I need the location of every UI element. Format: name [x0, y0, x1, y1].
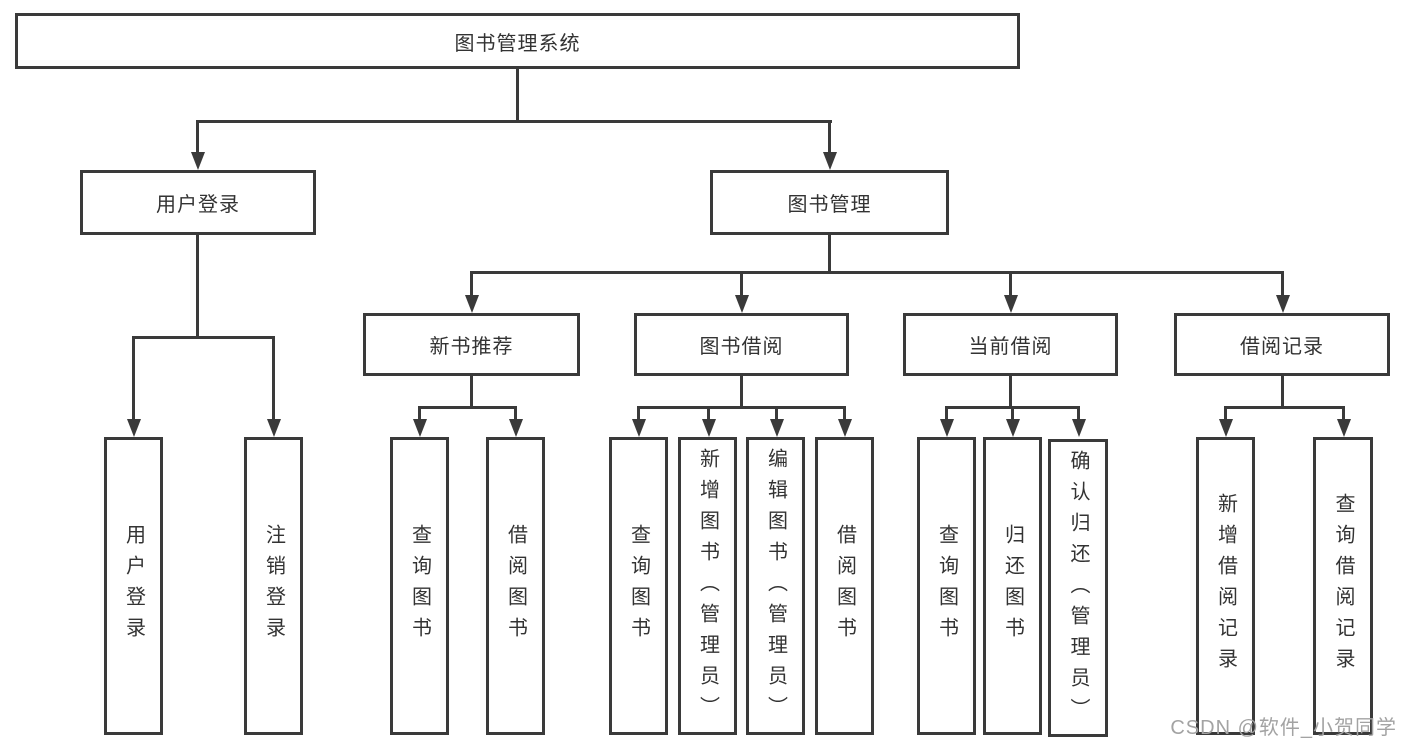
- connector-line: [945, 406, 948, 422]
- leaf-add-books-admin: 新增图书（管理员）: [678, 437, 737, 735]
- arrowhead-down-icon: [1072, 419, 1086, 437]
- leaf-edit-books-admin: 编辑图书（管理员）: [746, 437, 805, 735]
- connector-line: [828, 235, 831, 274]
- leaf-logout: 注销登录: [244, 437, 303, 735]
- leaf-borrow-books: 借阅图书: [815, 437, 874, 735]
- connector-line: [132, 336, 135, 421]
- node-new-book-recommendation: 新书推荐: [363, 313, 580, 376]
- connector-line: [196, 235, 199, 339]
- connector-line: [1224, 406, 1344, 409]
- connector-line: [740, 376, 743, 409]
- node-borrowing-records: 借阅记录: [1174, 313, 1390, 376]
- connector-line: [470, 271, 473, 298]
- arrowhead-down-icon: [413, 419, 427, 437]
- leaf-query-books-recommend: 查询图书: [390, 437, 449, 735]
- node-book-borrowing: 图书借阅: [634, 313, 849, 376]
- connector-line: [272, 336, 275, 421]
- arrowhead-down-icon: [770, 419, 784, 437]
- arrowhead-down-icon: [191, 152, 205, 170]
- connector-line: [740, 271, 743, 298]
- arrowhead-down-icon: [1276, 295, 1290, 313]
- connector-line: [1281, 271, 1284, 298]
- arrowhead-down-icon: [632, 419, 646, 437]
- connector-line: [132, 336, 275, 339]
- connector-line: [418, 406, 517, 409]
- connector-line: [1077, 406, 1080, 422]
- leaf-confirm-return-admin: 确认归还（管理员）: [1048, 439, 1108, 737]
- arrowhead-down-icon: [702, 419, 716, 437]
- connector-line: [196, 120, 199, 154]
- connector-line: [196, 120, 832, 123]
- arrowhead-down-icon: [823, 152, 837, 170]
- node-user-login: 用户登录: [80, 170, 316, 235]
- arrowhead-down-icon: [838, 419, 852, 437]
- connector-line: [1281, 376, 1284, 409]
- arrowhead-down-icon: [127, 419, 141, 437]
- connector-line: [1009, 376, 1012, 409]
- leaf-add-borrow-record: 新增借阅记录: [1196, 437, 1255, 735]
- arrowhead-down-icon: [1006, 419, 1020, 437]
- connector-line: [1342, 406, 1345, 422]
- arrowhead-down-icon: [465, 295, 479, 313]
- connector-line: [707, 406, 710, 422]
- connector-line: [516, 69, 519, 121]
- connector-line: [637, 406, 640, 422]
- node-library-management-system: 图书管理系统: [15, 13, 1020, 69]
- connector-line: [775, 406, 778, 422]
- leaf-query-books-borrowing: 查询图书: [609, 437, 668, 735]
- connector-line: [470, 376, 473, 409]
- arrowhead-down-icon: [1004, 295, 1018, 313]
- connector-line: [1011, 406, 1014, 422]
- leaf-return-books: 归还图书: [983, 437, 1042, 735]
- arrowhead-down-icon: [509, 419, 523, 437]
- arrowhead-down-icon: [1337, 419, 1351, 437]
- leaf-borrow-books-recommend: 借阅图书: [486, 437, 545, 735]
- leaf-user-login: 用户登录: [104, 437, 163, 735]
- arrowhead-down-icon: [940, 419, 954, 437]
- connector-line: [1009, 271, 1012, 298]
- connector-line: [828, 120, 831, 154]
- node-current-borrowing: 当前借阅: [903, 313, 1118, 376]
- connector-line: [514, 406, 517, 422]
- arrowhead-down-icon: [267, 419, 281, 437]
- connector-line: [418, 406, 421, 422]
- node-book-management: 图书管理: [710, 170, 949, 235]
- connector-line: [1224, 406, 1227, 422]
- arrowhead-down-icon: [1219, 419, 1233, 437]
- connector-line: [843, 406, 846, 422]
- leaf-query-books-current: 查询图书: [917, 437, 976, 735]
- csdn-watermark: CSDN @软件_小贺同学: [1170, 717, 1397, 739]
- arrowhead-down-icon: [735, 295, 749, 313]
- connector-line: [637, 406, 846, 409]
- connector-line: [470, 271, 1283, 274]
- leaf-query-borrow-record: 查询借阅记录: [1313, 437, 1373, 735]
